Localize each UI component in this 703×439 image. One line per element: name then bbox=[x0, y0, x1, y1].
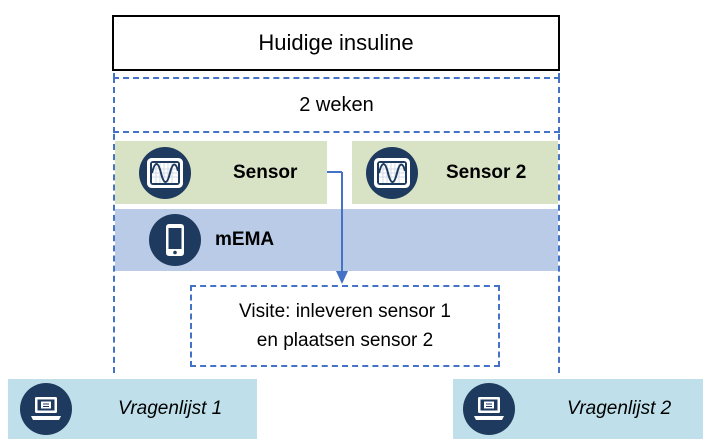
sensor-1-label: Sensor bbox=[233, 161, 298, 183]
visit-arrow bbox=[327, 171, 348, 284]
sensor-1-band: Sensor bbox=[115, 141, 327, 204]
mema-band: mEMA bbox=[115, 209, 558, 271]
current-insulin-box: Huidige insuline bbox=[112, 15, 560, 71]
laptop-icon bbox=[20, 383, 72, 435]
visit-line-2: en plaatsen sensor 2 bbox=[256, 330, 434, 351]
laptop-icon bbox=[463, 383, 515, 435]
questionnaire-2-band: Vragenlijst 2 bbox=[453, 379, 703, 439]
sensor-wave-icon bbox=[366, 146, 418, 199]
current-insulin-label: Huidige insuline bbox=[258, 30, 414, 55]
sensor-wave-icon bbox=[139, 146, 191, 199]
period-label: 2 weken bbox=[299, 93, 374, 116]
questionnaire-1-label: Vragenlijst 1 bbox=[118, 398, 223, 419]
questionnaire-2-label: Vragenlijst 2 bbox=[567, 398, 672, 419]
timeline-frame bbox=[113, 73, 560, 373]
sensor-2-label: Sensor 2 bbox=[446, 161, 527, 183]
smartphone-icon bbox=[149, 214, 201, 266]
questionnaire-1-band: Vragenlijst 1 bbox=[8, 379, 257, 439]
mema-label: mEMA bbox=[215, 229, 275, 250]
sensor-2-band: Sensor 2 bbox=[352, 141, 558, 204]
period-box: 2 weken bbox=[113, 77, 560, 133]
visit-line-1: Visite: inleveren sensor 1 bbox=[239, 301, 451, 322]
visit-box: Visite: inleveren sensor 1 en plaatsen s… bbox=[190, 285, 500, 367]
